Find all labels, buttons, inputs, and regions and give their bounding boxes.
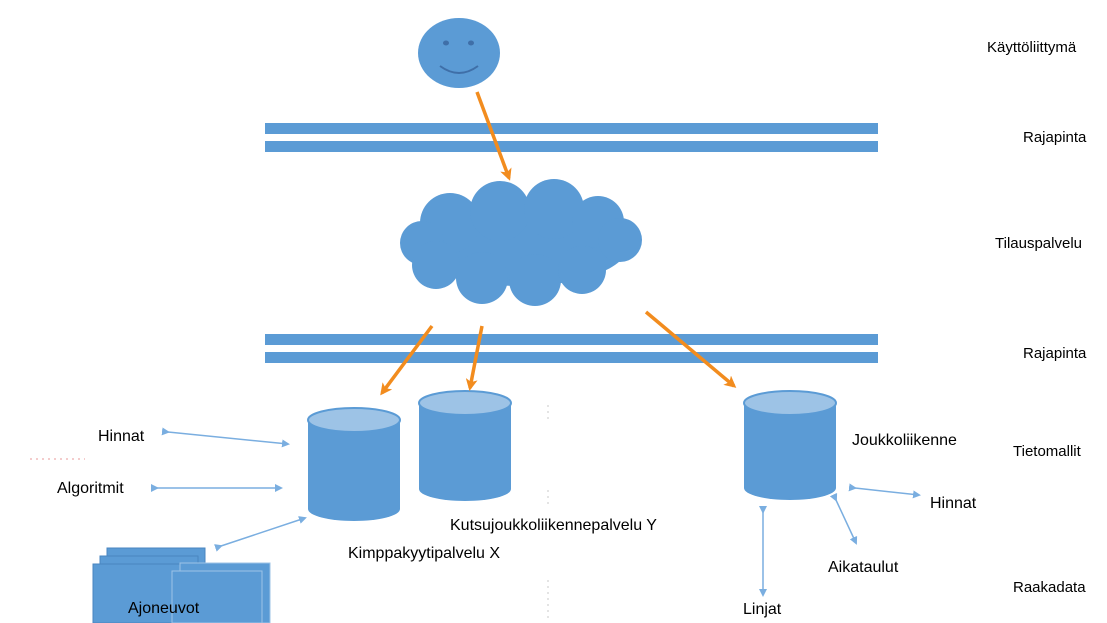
smiley-left-eye <box>443 40 449 46</box>
dotted-separators <box>30 405 549 620</box>
arrow-vehicles <box>214 516 307 552</box>
left-label-prices: Hinnat <box>98 428 145 445</box>
arrow-user-to-cloud <box>475 91 512 181</box>
public-transport-cylinder-icon <box>743 390 837 500</box>
right-label-lines: Linjat <box>743 601 782 618</box>
vehicles-documents-icon <box>92 547 271 623</box>
layer-label-user-interface: Käyttöliittymä <box>987 39 1077 56</box>
left-label-vehicles: Ajoneuvot <box>128 600 200 617</box>
layer-label-order-service: Tilauspalvelu <box>995 235 1082 252</box>
interface-bars-top <box>265 123 878 152</box>
arrow-cloud-to-carpool <box>380 324 434 396</box>
arrow-cloud-to-public-transport <box>644 310 737 388</box>
layer-label-interface-top: Rajapinta <box>1023 129 1087 146</box>
smiley-right-eye <box>468 40 474 46</box>
layer-label-interface-bottom: Rajapinta <box>1023 345 1087 362</box>
right-label-timetables: Aikataulut <box>828 559 899 576</box>
arrow-cloud-to-on-demand <box>465 325 484 391</box>
user-smiley-icon <box>418 18 500 88</box>
service-label-on-demand: Kutsujoukkoliikennepalvelu Y <box>450 517 657 534</box>
carpool-cylinder-icon <box>307 407 401 521</box>
on-demand-cylinder-icon <box>418 390 512 501</box>
smiley-mouth <box>439 65 479 74</box>
flow-arrows <box>380 91 737 396</box>
service-label-public-transport: Joukkoliikenne <box>852 432 957 449</box>
data-arrows <box>151 427 921 597</box>
layer-label-raw-data: Raakadata <box>1013 579 1086 596</box>
left-label-algorithms: Algoritmit <box>57 480 124 497</box>
arrow-prices-right <box>848 483 921 499</box>
right-label-prices: Hinnat <box>930 495 977 512</box>
arrow-timetables <box>829 492 858 545</box>
interface-bars-bottom <box>265 334 878 363</box>
service-label-carpool: Kimppakyytipalvelu X <box>348 545 500 562</box>
arrow-prices-left <box>161 427 290 448</box>
layer-label-data-models: Tietomallit <box>1013 443 1082 460</box>
cloud-icon <box>400 179 642 306</box>
